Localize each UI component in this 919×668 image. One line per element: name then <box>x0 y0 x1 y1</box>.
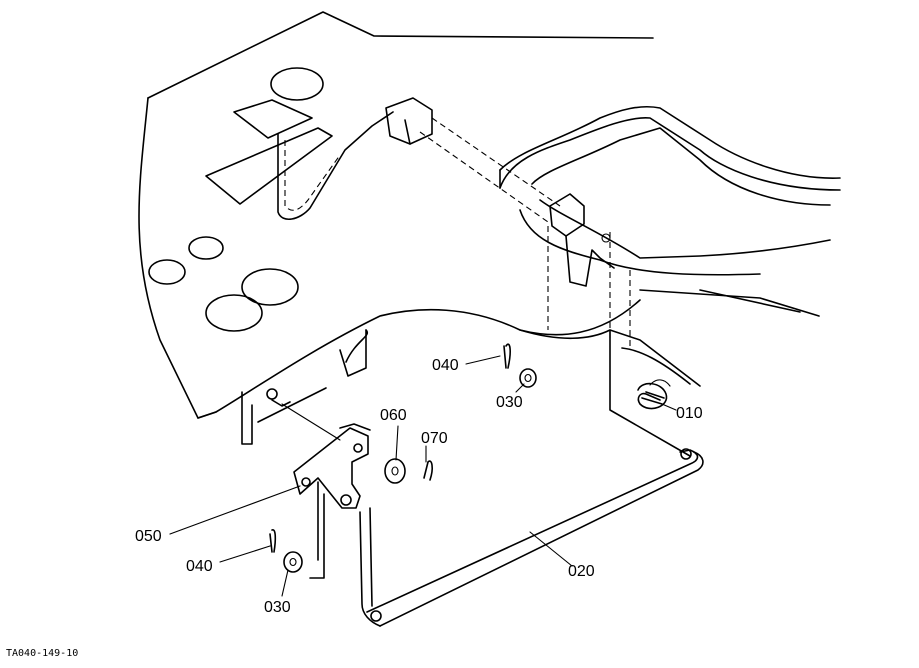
spring-010 <box>637 379 671 410</box>
pin-040-lower <box>269 529 277 553</box>
pedal-slot <box>205 127 333 205</box>
upper-shaft <box>385 97 631 350</box>
floor-hole-3 <box>148 259 186 285</box>
frame-rail <box>499 105 841 317</box>
callout-070: 070 <box>421 430 448 447</box>
callout-060: 060 <box>380 407 407 424</box>
floor-hole-4 <box>241 268 299 306</box>
callout-020: 020 <box>568 563 595 580</box>
callouts: 040 030 010 060 070 050 040 020 030 <box>135 357 703 616</box>
callout-040-lower: 040 <box>186 558 213 575</box>
rod-020 <box>359 448 704 627</box>
floor-hole-5 <box>205 294 263 332</box>
washer-030-upper <box>519 368 537 388</box>
washer-030-lower <box>283 551 303 573</box>
cross-rail <box>519 329 701 457</box>
callout-050: 050 <box>135 528 162 545</box>
hardware <box>269 343 537 573</box>
leader-lines <box>169 355 677 597</box>
callout-030-upper: 030 <box>496 394 523 411</box>
floor-plate <box>138 11 654 419</box>
drawing-code: TA040-149-10 <box>6 648 78 659</box>
callout-040-upper: 040 <box>432 357 459 374</box>
bracket-050 <box>241 329 371 579</box>
floor-hole-1 <box>270 67 324 101</box>
floor-hole-2 <box>188 236 224 260</box>
callout-030-lower: 030 <box>264 599 291 616</box>
washer-060 <box>384 458 406 484</box>
pedal-pad <box>233 99 313 139</box>
pin-070 <box>423 460 433 481</box>
callout-010: 010 <box>676 405 703 422</box>
pin-040-upper <box>503 343 511 369</box>
